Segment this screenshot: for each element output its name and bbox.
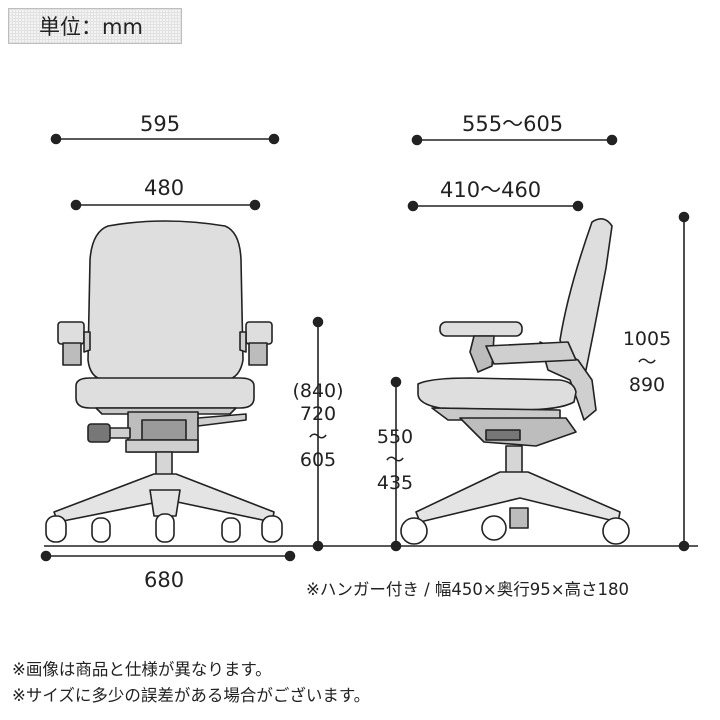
side-total-depth-label: 555～605 [462,112,564,136]
side-total-height-label: 1005 ～ 890 [612,328,682,397]
unit-label: 単位：mm [8,8,182,44]
image-disclaimer-note: ※画像は商品と仕様が異なります。 [12,660,272,679]
total-height-line-1: 1005 [622,328,672,350]
total-height-line-3: 890 [628,374,666,396]
dimension-lines [40,133,690,562]
seat-height-line-1: 550 [376,426,414,448]
front-armrest-height-label: (840) 720 ～ 605 [283,380,353,472]
armrest-height-line-3: ～ [308,426,328,448]
size-disclaimer-note: ※サイズに多少の誤差がある場合がございます。 [12,686,371,705]
chair-side-view [415,218,621,529]
unit-label-text: 単位：mm [39,15,143,39]
side-casters [400,515,630,545]
base-width-label: 680 [144,568,185,592]
total-height-line-2: ～ [637,351,657,373]
seat-height-line-3: 435 [376,472,414,494]
front-casters [45,513,283,543]
front-total-width-label: 595 [140,112,181,136]
armrest-height-line-4: 605 [299,449,337,471]
seat-height-line-2: ～ [385,449,405,471]
chair-front-view [53,220,275,523]
armrest-height-line-1: (840) [292,380,344,402]
side-seat-depth-label: 410～460 [440,178,542,202]
side-seat-height-label: 550 ～ 435 [360,426,430,495]
front-seat-width-label: 480 [144,176,185,200]
hanger-note: ※ハンガー付き / 幅450×奥行95×高さ180 [306,580,630,599]
armrest-height-line-2: 720 [299,403,337,425]
